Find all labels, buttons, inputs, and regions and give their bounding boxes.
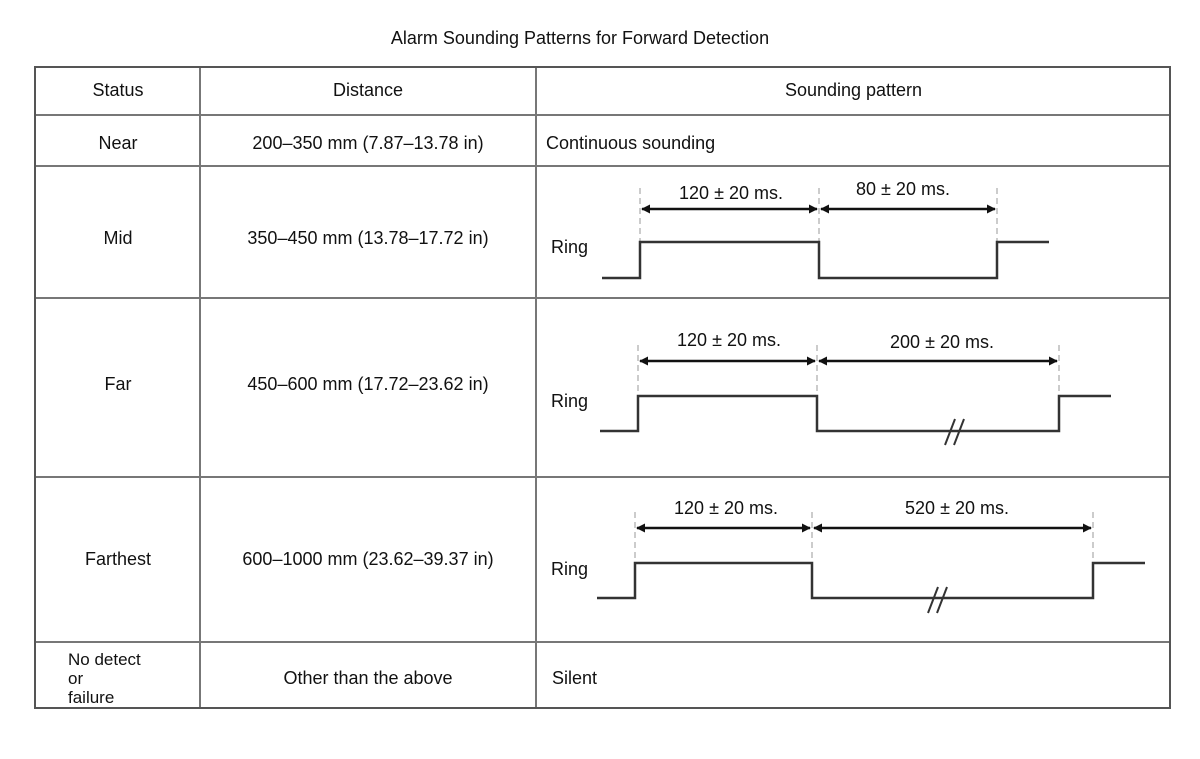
far-waveform: 120 ± 20 ms. 200 ± 20 ms. Ring bbox=[551, 330, 1111, 446]
off-duration-label: 200 ± 20 ms. bbox=[890, 332, 994, 352]
header-status: Status bbox=[92, 80, 144, 100]
distance-far: 450–600 mm (17.72–23.62 in) bbox=[247, 374, 489, 394]
on-duration-label: 120 ± 20 ms. bbox=[679, 183, 783, 203]
off-duration-label: 520 ± 20 ms. bbox=[905, 498, 1009, 518]
break-mark bbox=[927, 586, 939, 614]
distance-farthest: 600–1000 mm (23.62–39.37 in) bbox=[242, 549, 494, 569]
mid-waveform: 120 ± 20 ms. 80 ± 20 ms. Ring bbox=[551, 179, 1049, 280]
alarm-pattern-table: Status Distance Sounding pattern Near 20… bbox=[34, 66, 1171, 709]
break-mark bbox=[944, 418, 956, 446]
row-divider bbox=[36, 297, 1169, 299]
on-duration-label: 120 ± 20 ms. bbox=[677, 330, 781, 350]
row-divider bbox=[36, 114, 1169, 116]
status-mid: Mid bbox=[103, 228, 133, 248]
status-line: failure bbox=[68, 688, 115, 707]
ring-label: Ring bbox=[551, 559, 588, 579]
signal-trace bbox=[600, 394, 1111, 433]
row-divider bbox=[36, 641, 1169, 643]
signal-trace bbox=[597, 561, 1145, 600]
break-mark bbox=[936, 586, 948, 614]
distance-mid: 350–450 mm (13.78–17.72 in) bbox=[247, 228, 489, 248]
ring-label: Ring bbox=[551, 237, 588, 257]
table-title: Alarm Sounding Patterns for Forward Dete… bbox=[390, 28, 770, 48]
header-sounding-pattern: Sounding pattern bbox=[784, 80, 923, 100]
row-divider bbox=[36, 476, 1169, 478]
status-line: No detect bbox=[68, 650, 141, 669]
distance-no-detect: Other than the above bbox=[283, 668, 453, 688]
column-divider bbox=[535, 68, 537, 707]
header-distance: Distance bbox=[332, 80, 404, 100]
pattern-no-detect: Silent bbox=[552, 668, 598, 688]
status-farthest: Farthest bbox=[84, 549, 152, 569]
status-far: Far bbox=[104, 374, 132, 394]
on-duration-label: 120 ± 20 ms. bbox=[674, 498, 778, 518]
off-duration-label: 80 ± 20 ms. bbox=[856, 179, 950, 199]
signal-trace bbox=[602, 240, 1049, 280]
status-line: or bbox=[68, 669, 84, 688]
break-mark bbox=[953, 418, 965, 446]
status-near: Near bbox=[98, 133, 138, 153]
farthest-waveform: 120 ± 20 ms. 520 ± 20 ms. Ring bbox=[551, 498, 1145, 614]
pattern-near: Continuous sounding bbox=[546, 133, 716, 153]
ring-label: Ring bbox=[551, 391, 588, 411]
distance-near: 200–350 mm (7.87–13.78 in) bbox=[252, 133, 484, 153]
column-divider bbox=[199, 68, 201, 707]
status-no-detect: No detect or failure bbox=[68, 650, 141, 707]
row-divider bbox=[36, 165, 1169, 167]
